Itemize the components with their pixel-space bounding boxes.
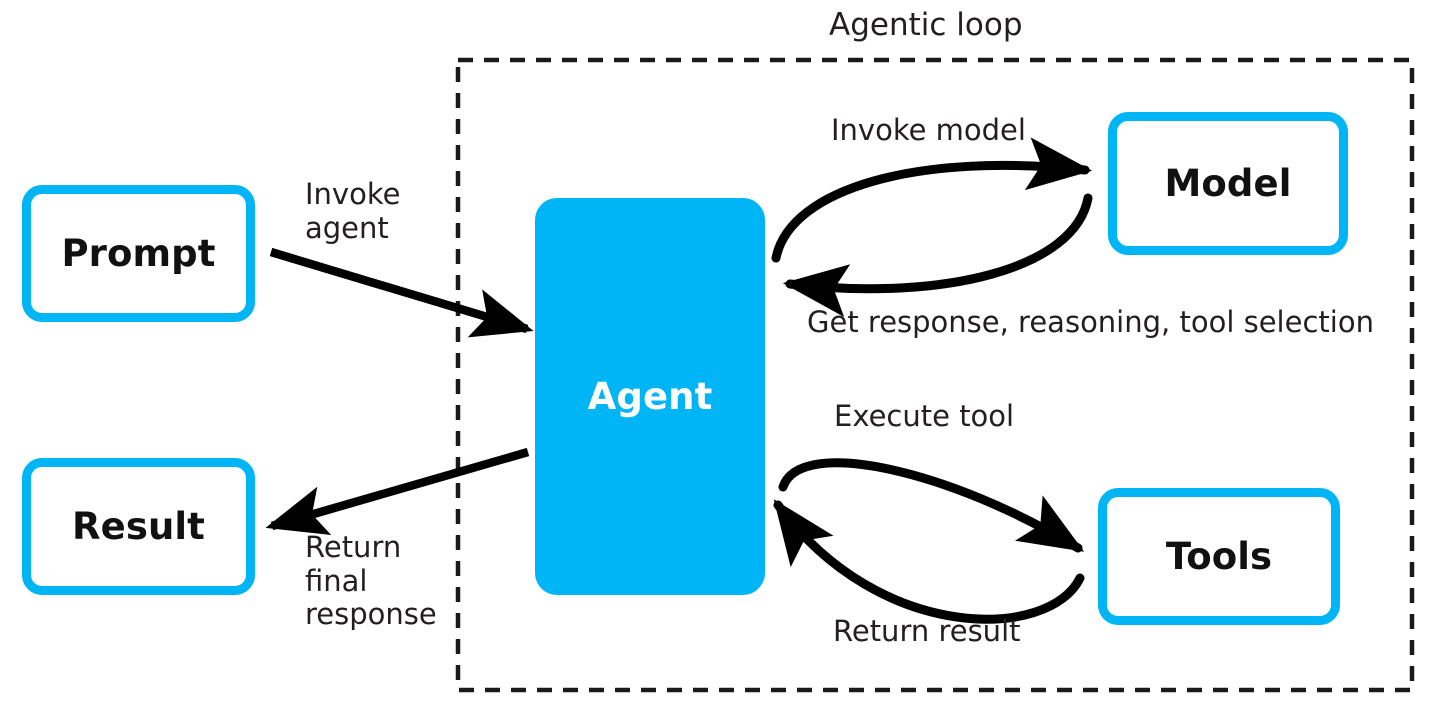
arrow-get-response <box>782 193 1093 318</box>
node-prompt-label: Prompt <box>61 232 216 275</box>
node-prompt[interactable]: Prompt <box>22 185 255 322</box>
edge-label-invoke-agent-line1: Invoke <box>305 177 401 211</box>
node-tools[interactable]: Tools <box>1098 488 1340 625</box>
edge-label-invoke-agent-line2: agent <box>305 210 389 245</box>
node-tools-label: Tools <box>1165 535 1273 578</box>
edge-label-invoke-model: Invoke model <box>831 113 1026 147</box>
edge-label-return-final-line3: response <box>305 597 437 632</box>
node-model[interactable]: Model <box>1108 112 1348 255</box>
edge-label-return-final-line2: final <box>305 563 368 598</box>
edge-label-invoke-agent: Invoke agent <box>305 177 455 245</box>
agentic-loop-title: Agentic loop <box>829 7 1023 43</box>
node-result[interactable]: Result <box>22 458 255 595</box>
arrow-invoke-model <box>771 137 1093 263</box>
edge-label-return-final-line1: Return <box>305 530 402 564</box>
arrow-execute-tool <box>778 458 1085 553</box>
edge-label-return-result: Return result <box>833 614 1021 648</box>
node-agent-label: Agent <box>587 375 713 418</box>
arrow-invoke-agent <box>269 247 534 338</box>
arrow-return-final-response <box>265 447 530 535</box>
node-agent[interactable]: Agent <box>535 198 765 595</box>
node-result-label: Result <box>72 505 205 548</box>
arrow-return-result <box>773 499 1085 624</box>
edge-label-execute-tool: Execute tool <box>834 399 1015 433</box>
edge-label-return-final-response: Return final response <box>305 530 465 632</box>
agentic-loop-dashed-border <box>455 57 1415 693</box>
edge-label-get-response: Get response, reasoning, tool selection <box>807 305 1374 339</box>
node-model-label: Model <box>1164 162 1292 205</box>
